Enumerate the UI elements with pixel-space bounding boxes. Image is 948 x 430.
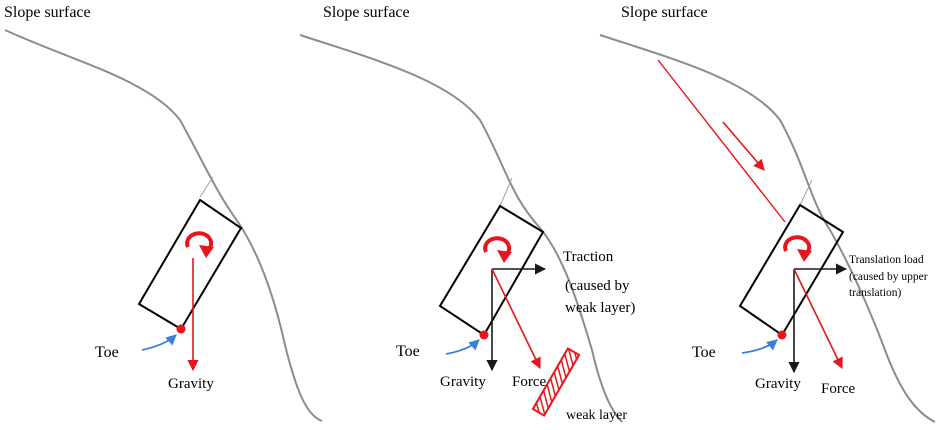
rotation-arrow-head-icon xyxy=(497,250,512,263)
slope-surface-label: Slope surface xyxy=(4,4,91,21)
toe-point xyxy=(777,330,787,340)
panel-2: Slope surface Toe Gravity Force Traction… xyxy=(299,4,635,423)
toe-label: Toe xyxy=(95,344,119,361)
translation-label-line-1: Translation load xyxy=(849,254,924,266)
toe-point xyxy=(479,330,489,340)
traction-label-line-1: Traction xyxy=(563,249,614,265)
force-label: Force xyxy=(821,381,855,397)
panel-3: Slope surface Toe Gravity Force Translat… xyxy=(599,4,936,423)
traction-label-line-2: (caused by xyxy=(565,278,630,294)
toe-pointer-arrow xyxy=(741,339,778,354)
gravity-label: Gravity xyxy=(755,376,801,392)
toe-label: Toe xyxy=(692,344,716,361)
upper-translation-arrow xyxy=(722,121,765,171)
slope-surface-line xyxy=(4,29,323,422)
weak-layer-bar xyxy=(531,347,581,417)
slope-surface-line xyxy=(299,34,623,423)
toe-pointer-arrow xyxy=(445,339,480,355)
force-label: Force xyxy=(512,374,546,390)
force-arrow xyxy=(793,268,843,370)
slope-surface-label: Slope surface xyxy=(323,4,410,21)
rotation-arrow-head-icon xyxy=(199,245,214,258)
panel-1: Slope surface Toe Gravity xyxy=(4,4,323,422)
gravity-label: Gravity xyxy=(168,376,214,392)
rock-block xyxy=(137,198,243,331)
toe-point xyxy=(176,324,186,334)
gravity-label: Gravity xyxy=(440,374,486,390)
force-arrow xyxy=(491,268,541,370)
slope-surface-line xyxy=(599,34,936,423)
toe-pointer-arrow xyxy=(141,334,177,351)
slope-thin-line xyxy=(499,177,513,207)
toe-label: Toe xyxy=(396,343,420,360)
slope-thin-line xyxy=(199,176,214,198)
translation-label-line-3: translation) xyxy=(849,287,902,299)
slope-surface-label: Slope surface xyxy=(621,4,708,21)
traction-label-line-3: weak layer) xyxy=(565,300,635,316)
slope-thin-line xyxy=(799,179,813,206)
translation-label-line-2: (caused by upper xyxy=(849,271,928,283)
upper-translation-line xyxy=(657,59,786,223)
rotation-arrow-head-icon xyxy=(797,249,812,262)
weak-layer-label: weak layer xyxy=(566,408,627,423)
